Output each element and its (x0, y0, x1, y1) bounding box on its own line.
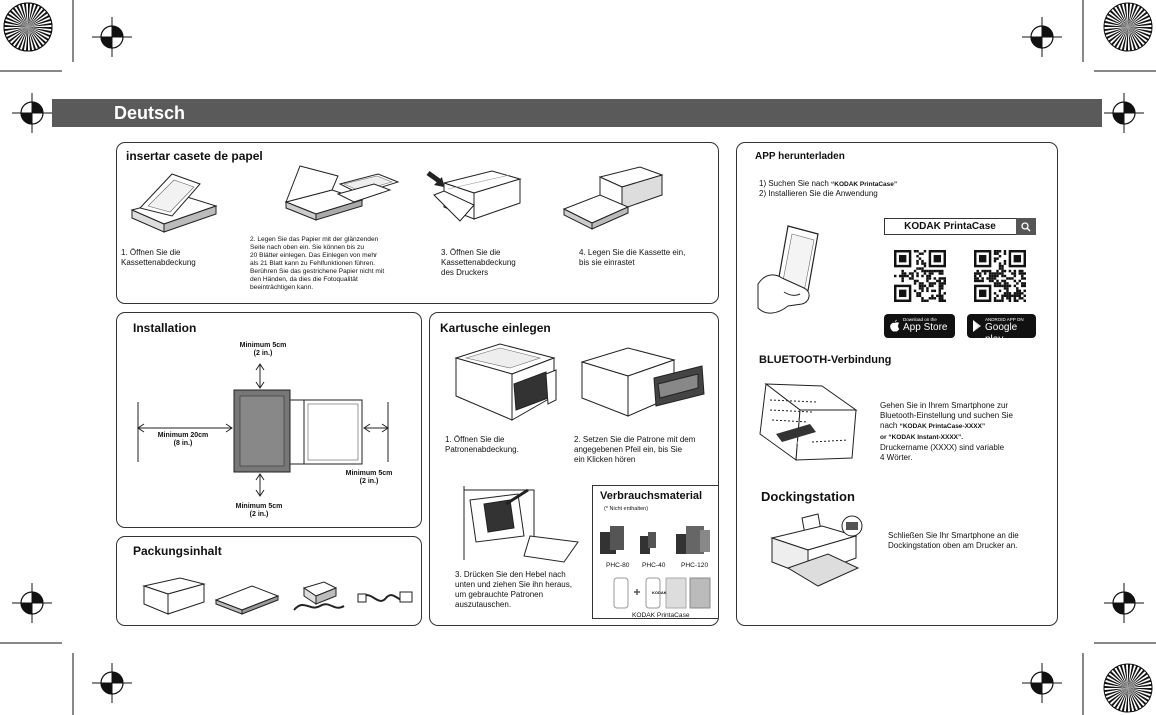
consumables-note: (* Nicht enthalten) (604, 506, 649, 512)
printer-underside-illustration (759, 383, 858, 461)
cable-item-illustration (357, 591, 413, 603)
bluetooth-line-2: Druckername (XXXX) sind variable 4 Wörte… (880, 443, 1005, 462)
google-play-large: Google play (985, 322, 1018, 345)
app-store-qr-code (894, 250, 946, 302)
paper-step-1: 1. Öffnen Sie die Kassettenabdeckung (121, 248, 196, 267)
crosshair-mark (1022, 663, 1062, 703)
google-play-icon (973, 320, 981, 332)
app-search-text: KODAK PrintaCase (904, 221, 996, 232)
cartridge-lever-illustration (463, 486, 579, 563)
docking-title: Dockingstation (761, 489, 855, 504)
cartridge-title: Kartusche einlegen (440, 321, 551, 335)
phone-in-hand-illustration (757, 225, 819, 314)
search-icon (1021, 222, 1031, 232)
bluetooth-name-1: “KODAK PrintaCase-XXXX” (899, 423, 986, 430)
crosshair-mark (1104, 93, 1144, 133)
consumable-phc40: PHC-40 (642, 562, 666, 569)
installation-diagram (137, 363, 389, 497)
paper-cassette-title: insertar casete de papel (126, 149, 263, 163)
installation-title: Installation (133, 321, 197, 335)
app-download-title: APP herunterladen (755, 151, 845, 162)
cartridge-open-illustration (454, 343, 557, 421)
app-store-large: App Store (903, 322, 948, 333)
cartridge-step-3: 3. Drücken Sie den Hebel nach unten und … (455, 570, 572, 609)
app-store-badge[interactable]: Download on the App Store (884, 314, 955, 338)
cartridge-step-2: 2. Setzen Sie die Patrone mit dem angege… (574, 435, 696, 464)
bluetooth-title: BLUETOOTH-Verbindung (759, 354, 892, 366)
app-step-1-text: 1) Suchen Sie nach (759, 179, 832, 188)
consumable-phc80: PHC-80 (606, 562, 630, 569)
crosshair-mark (12, 583, 52, 623)
paper-cassette-panel (116, 142, 719, 304)
clearance-bottom: Minimum 5cm (2 in.) (235, 503, 283, 518)
crosshair-mark (1022, 17, 1062, 57)
adapter-item-illustration (293, 581, 345, 611)
apple-icon (890, 319, 900, 332)
google-play-small: ANDROID APP ON (985, 317, 1024, 322)
bluetooth-line-1: Gehen Sie in Ihrem Smartphone zur Blueto… (880, 401, 1013, 430)
google-play-qr-code (974, 250, 1026, 302)
cassette-illustration (130, 173, 218, 233)
cartridge-step-1: 1. Öffnen Sie die Patronenabdeckung. (445, 435, 519, 454)
consumables-illustration (600, 526, 710, 554)
paper-step-4: 4. Legen Sie die Kassette ein, bis sie e… (579, 248, 686, 267)
cassette-item-illustration (214, 585, 280, 615)
color-wheel-mark (1103, 663, 1153, 713)
language-title: Deutsch (114, 103, 186, 123)
docking-text: Schließen Sie Ihr Smartphone an die Dock… (888, 531, 1019, 550)
printer-cassette-illustration (562, 166, 664, 230)
app-search-term: “KODAK PrintaCase” (831, 181, 898, 188)
printacase-label: KODAK PrintaCase (632, 612, 690, 619)
consumables-title: Verbrauchsmaterial (600, 490, 703, 502)
printacase-illustration (613, 577, 711, 609)
paper-step-2: 2. Legen Sie das Papier mit der glänzend… (250, 236, 385, 291)
color-wheel-mark (3, 2, 53, 52)
app-store-small: Download on the (903, 317, 937, 322)
bluetooth-or: or (880, 434, 889, 441)
google-play-badge[interactable]: ANDROID APP ON Google play (967, 314, 1036, 345)
docking-station-illustration (770, 513, 863, 587)
printacase-mark: KODAK (652, 590, 667, 595)
app-search-button[interactable] (1016, 218, 1036, 235)
printer-open-illustration (426, 170, 522, 222)
crosshair-mark (92, 663, 132, 703)
cartridge-insert-illustration (580, 347, 705, 417)
printer-item-illustration (142, 577, 206, 615)
clearance-left: Minimum 20cm (8 in.) (157, 432, 209, 447)
consumable-phc120: PHC-120 (681, 562, 709, 569)
crosshair-mark (92, 17, 132, 57)
paper-loading-illustration (284, 165, 400, 221)
app-step-2: 2) Installieren Sie die Anwendung (759, 189, 878, 198)
clearance-right: Minimum 5cm (2 in.) (345, 470, 393, 485)
color-wheel-mark (1103, 2, 1153, 52)
clearance-top: Minimum 5cm (2 in.) (239, 342, 287, 357)
crosshair-mark (1104, 583, 1144, 623)
package-contents-title: Packungsinhalt (133, 544, 222, 558)
language-bar (52, 99, 1102, 127)
bluetooth-name-2: “KODAK Instant-XXXX”. (888, 434, 964, 441)
bluetooth-instructions: Gehen Sie in Ihrem Smartphone zur Blueto… (880, 401, 1013, 463)
paper-step-3: 3. Öffnen Sie die Kassettenabdeckung des… (441, 248, 516, 277)
app-step-1: 1) Suchen Sie nach “KODAK PrintaCase” (759, 179, 897, 190)
crosshair-mark (12, 93, 52, 133)
